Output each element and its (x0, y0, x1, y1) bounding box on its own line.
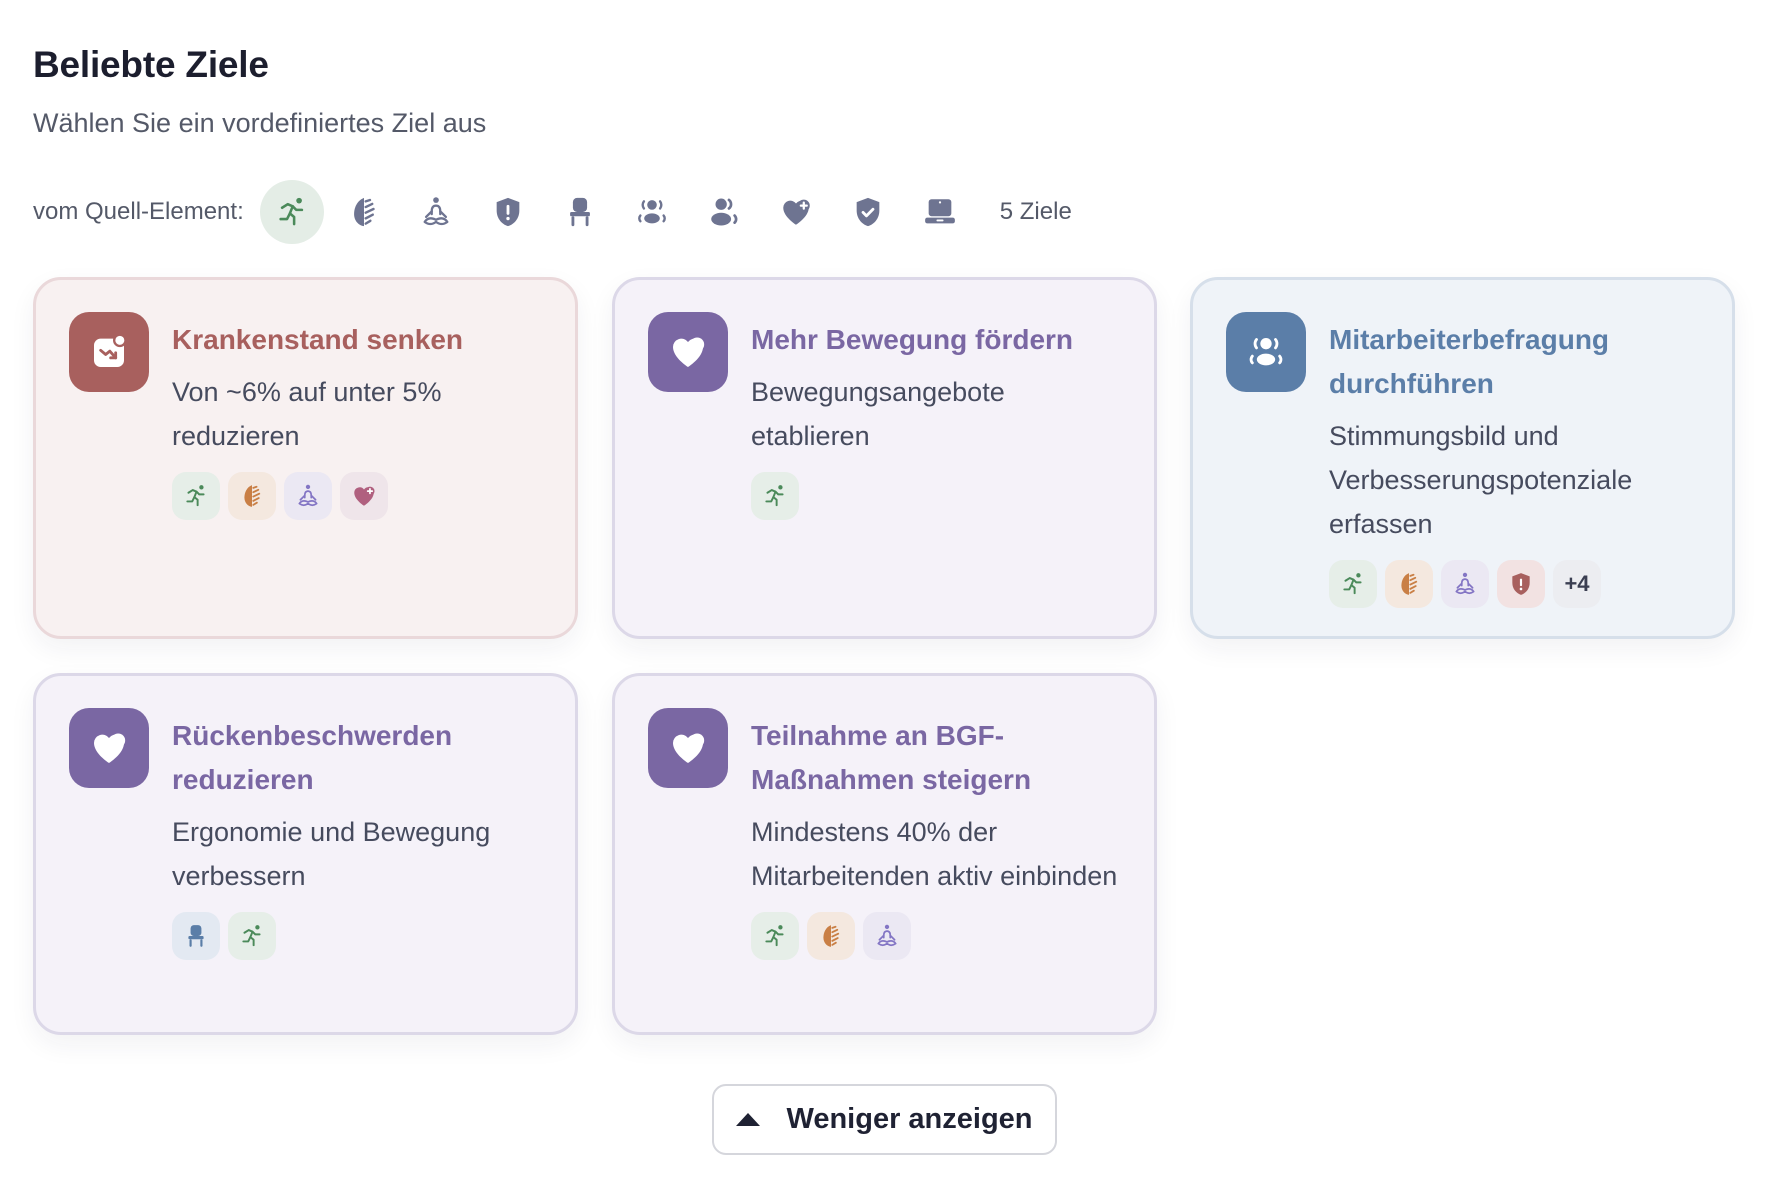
page-subtitle: Wählen Sie ein vordefiniertes Ziel aus (33, 108, 487, 138)
caret-up-icon (736, 1113, 761, 1126)
meditation-icon (1441, 560, 1489, 608)
heart-plus-icon (89, 728, 129, 768)
meditation-icon (863, 912, 911, 960)
heart-plus-icon (668, 728, 708, 768)
source-element-chips (172, 912, 545, 960)
goal-icon-tile (648, 312, 728, 392)
running-icon (228, 912, 276, 960)
goal-icon-tile (1226, 312, 1306, 392)
leaf-icon (807, 912, 855, 960)
leaf-icon (228, 472, 276, 520)
filter-button-group (259, 180, 980, 244)
shield-check-icon (851, 195, 885, 229)
goal-icon-tile (69, 708, 149, 788)
source-element-filter: vom Quell-Element: 5 Ziele (33, 180, 1072, 244)
goal-title: Mehr Bewegung fördern (751, 324, 1074, 355)
heart-plus-icon (668, 332, 708, 372)
goal-count: 5 Ziele (999, 198, 1072, 225)
goal-description: Mindestens 40% der Mitarbeitenden aktiv … (751, 817, 1118, 891)
filter-label: vom Quell-Element: (33, 198, 244, 225)
running-icon (1329, 560, 1377, 608)
meditation-icon (284, 472, 332, 520)
chart-trend-down-icon (89, 332, 129, 372)
goal-title: Krankenstand senken (172, 324, 463, 355)
goal-card[interactable]: Krankenstand senken Von ~6% auf unter 5%… (33, 277, 578, 639)
source-element-chips (751, 912, 1124, 960)
filter-running[interactable] (259, 180, 324, 244)
leaf-icon (347, 195, 381, 229)
source-element-chips: +4 (1329, 560, 1702, 608)
goal-card[interactable]: Rückenbeschwerden reduzieren Ergonomie u… (33, 673, 578, 1035)
running-icon (172, 472, 220, 520)
group-icon (1246, 332, 1286, 372)
heart-plus-icon (779, 195, 813, 229)
shield-alert-icon (1497, 560, 1545, 608)
filter-laptop[interactable] (908, 180, 972, 244)
filter-shield-alert[interactable] (476, 180, 540, 244)
goal-description: Von ~6% auf unter 5% reduzieren (172, 377, 442, 451)
shield-alert-icon (491, 195, 525, 229)
running-icon (275, 195, 309, 229)
chair-icon (172, 912, 220, 960)
group-icon (635, 195, 669, 229)
filter-chair[interactable] (548, 180, 612, 244)
filter-group[interactable] (620, 180, 684, 244)
goal-description: Stimmungsbild und Verbesserungspotenzial… (1329, 421, 1633, 539)
source-element-chips (172, 472, 545, 520)
show-less-button[interactable]: Weniger anzeigen (712, 1084, 1057, 1155)
goal-icon-tile (69, 312, 149, 392)
filter-shield-check[interactable] (836, 180, 900, 244)
filter-leaf[interactable] (332, 180, 396, 244)
filter-heart-plus[interactable] (764, 180, 828, 244)
running-icon (751, 912, 799, 960)
filter-users[interactable] (692, 180, 756, 244)
goal-card[interactable]: Mitarbeiterbefragung durchführen Stimmun… (1190, 277, 1735, 639)
page-title: Beliebte Ziele (33, 44, 269, 85)
users-icon (707, 195, 741, 229)
source-element-chips (751, 472, 1124, 520)
goal-icon-tile (648, 708, 728, 788)
more-elements-badge: +4 (1553, 560, 1601, 608)
heart-plus-icon (340, 472, 388, 520)
show-less-label: Weniger anzeigen (786, 1103, 1033, 1135)
goal-title: Mitarbeiterbefragung durchführen (1329, 324, 1610, 399)
meditation-icon (419, 195, 453, 229)
goal-card[interactable]: Mehr Bewegung fördern Bewegungsangebote … (612, 277, 1157, 639)
running-icon (751, 472, 799, 520)
goal-description: Ergonomie und Bewegung verbessern (172, 817, 491, 891)
leaf-icon (1385, 560, 1433, 608)
goal-title: Teilnahme an BGF-Maßnahmen steigern (751, 720, 1032, 795)
chair-icon (563, 195, 597, 229)
goal-description: Bewegungsangebote etablieren (751, 377, 1005, 451)
goal-card[interactable]: Teilnahme an BGF-Maßnahmen steigern Mind… (612, 673, 1157, 1035)
filter-meditation[interactable] (404, 180, 468, 244)
laptop-icon (923, 195, 957, 229)
goal-title: Rückenbeschwerden reduzieren (172, 720, 453, 795)
